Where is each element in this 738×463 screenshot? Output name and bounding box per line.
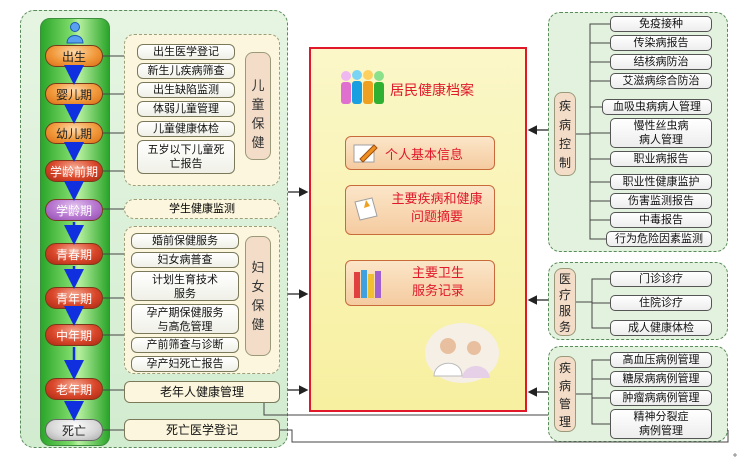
archive-box-label: 主要疾病和健康问题摘要 <box>391 192 483 225</box>
disease-control-item: 职业病报告 <box>610 151 712 167</box>
disease-mgmt-item: 高血压病例管理 <box>610 352 712 368</box>
medical-service-label: 医疗服务 <box>554 268 576 336</box>
medical-service-item: 门诊诊疗 <box>610 271 712 287</box>
elderly-health-item: 老年人健康管理 <box>124 381 280 403</box>
death-registration-item: 死亡医学登记 <box>124 419 280 441</box>
archive-title: 居民健康档案 <box>390 83 474 99</box>
child-item: 出生缺陷监测 <box>137 82 235 98</box>
child-item: 体弱儿童管理 <box>137 101 235 117</box>
child-health-label: 儿童保健 <box>245 52 271 160</box>
archive-box-label: 主要卫生服务记录 <box>411 266 464 299</box>
people-icon <box>338 68 386 106</box>
doctor-photo <box>424 322 500 384</box>
medical-service-item: 住院诊疗 <box>610 295 712 311</box>
disease-control-item: 行为危险因素监测 <box>606 231 712 247</box>
women-item: 婚前保健服务 <box>131 233 239 249</box>
disease-control-item: 结核病防治 <box>610 54 712 70</box>
women-item: 孕产期保健服务与高危管理 <box>131 304 239 334</box>
medical-service-item: 成人健康体检 <box>610 320 712 336</box>
stage-death: 死亡 <box>45 419 103 441</box>
disease-control-item: 慢性丝虫病病人管理 <box>610 118 712 148</box>
disease-mgmt-item: 精神分裂症病例管理 <box>610 409 712 439</box>
child-item: 新生儿疾病筛查 <box>137 63 235 79</box>
disease-mgmt-label: 疾病管理 <box>554 356 576 432</box>
women-item: 孕产妇死亡报告 <box>131 356 239 372</box>
disease-control-item: 中毒报告 <box>610 212 712 228</box>
child-item: 出生医学登记 <box>137 44 235 60</box>
disease-control-item: 艾滋病综合防治 <box>610 73 712 89</box>
person-icon <box>66 22 84 44</box>
women-item: 妇女病普查 <box>131 252 239 268</box>
women-item: 计划生育技术服务 <box>131 271 239 301</box>
disease-mgmt-item: 肿瘤病病例管理 <box>610 390 712 406</box>
women-health-label: 妇女保健 <box>245 236 271 356</box>
binders-icon <box>352 266 384 300</box>
archive-box-label: 个人基本信息 <box>385 148 464 163</box>
child-item: 儿童健康体检 <box>137 121 235 137</box>
student-health-item: 学生健康监测 <box>124 199 280 219</box>
child-item: 五岁以下儿童死亡报告 <box>137 140 235 174</box>
stage-birth: 出生 <box>45 45 103 67</box>
pencil-icon <box>352 141 380 165</box>
stage-middle-age: 中年期 <box>45 324 103 346</box>
disease-control-item: 血吸虫病病人管理 <box>602 99 712 115</box>
disease-control-item: 职业性健康监护 <box>610 174 712 190</box>
disease-mgmt-item: 糖尿病病例管理 <box>610 371 712 387</box>
disease-control-item: 免疫接种 <box>610 16 712 32</box>
disease-control-label: 疾病控制 <box>554 92 576 176</box>
document-icon <box>352 196 380 222</box>
disease-control-item: 传染病报告 <box>610 35 712 51</box>
women-item: 产前筛查与诊断 <box>131 337 239 353</box>
disease-control-item: 伤害监测报告 <box>610 193 712 209</box>
